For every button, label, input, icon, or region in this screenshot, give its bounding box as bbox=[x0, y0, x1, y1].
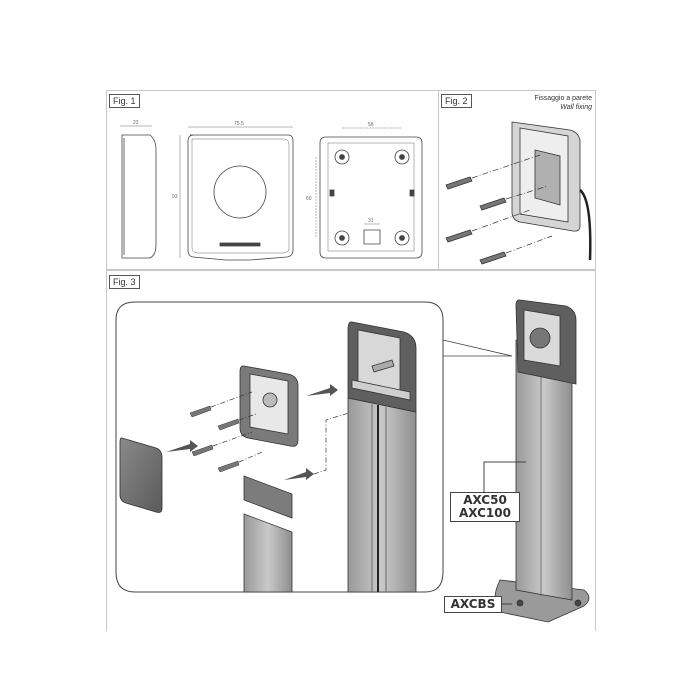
dim-depth: 23 bbox=[133, 120, 139, 126]
fig2-screws bbox=[445, 176, 507, 265]
leader-column bbox=[483, 461, 526, 500]
fig3-column-segment bbox=[243, 513, 293, 593]
fig3-dashed-link bbox=[313, 411, 353, 475]
fig3-screws bbox=[189, 405, 240, 473]
fig2-caption-en: Wall fixing bbox=[560, 104, 592, 111]
fig1-panel bbox=[106, 90, 440, 270]
fig3-zoom-bubble bbox=[115, 301, 444, 593]
fig3-device-body bbox=[239, 365, 299, 447]
fig3-bottom-cap bbox=[243, 475, 293, 519]
fig3-front-cover bbox=[119, 437, 163, 513]
dim-height: 93 bbox=[172, 194, 178, 200]
model-axc50: AXC50 bbox=[463, 493, 507, 507]
fig3-column-top-zoom bbox=[347, 321, 417, 593]
fig3-arrows-cover bbox=[166, 384, 338, 480]
dim-hole-spacing-h: 56 bbox=[368, 122, 374, 128]
axc-column bbox=[494, 299, 590, 623]
fig2-wall-fixing bbox=[445, 121, 592, 265]
model-callout-column: AXC50 AXC100 bbox=[450, 492, 520, 522]
fig2-caption: Fissaggio a parete Wall fixing bbox=[500, 94, 592, 112]
model-axcbs: AXCBS bbox=[450, 597, 496, 611]
fig1-label: Fig. 1 bbox=[109, 94, 140, 108]
fig1-front-view bbox=[179, 126, 294, 261]
fig3-zoom-pointer bbox=[442, 339, 513, 357]
fig2-label: Fig. 2 bbox=[441, 94, 472, 108]
dim-hole-spacing-v: 60 bbox=[306, 196, 312, 202]
fig1-side-view bbox=[120, 125, 157, 259]
dim-bottom: 31 bbox=[368, 218, 374, 224]
fig3-label: Fig. 3 bbox=[109, 275, 140, 289]
fig1-back-view bbox=[315, 127, 423, 259]
fig2-caption-it: Fissaggio a parete bbox=[534, 95, 592, 102]
model-callout-base: AXCBS bbox=[444, 596, 502, 613]
dim-width: 75.5 bbox=[234, 121, 244, 127]
model-axc100: AXC100 bbox=[459, 506, 511, 520]
